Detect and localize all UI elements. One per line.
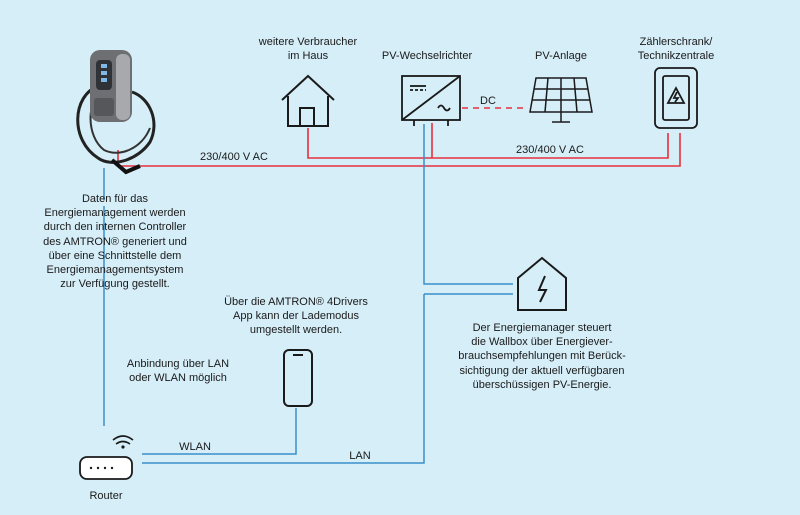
connection-note: Anbindung über LAN oder WLAN möglich bbox=[126, 358, 230, 385]
wlan-label: WLAN bbox=[179, 441, 211, 453]
energy-manager-icon bbox=[517, 256, 567, 311]
inverter-label: PV-Wechselrichter bbox=[381, 50, 473, 62]
inverter-icon bbox=[401, 75, 461, 126]
pv-label: PV-Anlage bbox=[535, 50, 587, 62]
smartphone-icon bbox=[283, 349, 313, 407]
cabinet-label: Zählerschrank/ Technikzentrale bbox=[637, 36, 715, 62]
ac-label-right: 230/400 V AC bbox=[516, 144, 584, 156]
dc-label: DC bbox=[480, 95, 496, 107]
meter-cabinet-icon bbox=[654, 67, 698, 129]
data-lines bbox=[103, 124, 513, 464]
router-icon bbox=[79, 435, 134, 480]
wallbox-icon bbox=[76, 50, 156, 175]
consumers-label: weitere Verbraucher im Haus bbox=[258, 36, 358, 62]
ac-power-lines bbox=[117, 123, 681, 167]
controller-note: Daten für das Energiemanagement werden d… bbox=[43, 193, 187, 291]
lan-label: LAN bbox=[349, 450, 371, 462]
energy-manager-note: Der Energiemanager steuert die Wallbox ü… bbox=[458, 322, 626, 391]
solar-panel-icon bbox=[529, 77, 593, 123]
router-label: Router bbox=[89, 490, 123, 502]
app-note: Über die AMTRON® 4Drivers App kann der L… bbox=[224, 296, 368, 337]
ac-label-left: 230/400 V AC bbox=[200, 151, 268, 163]
house-icon bbox=[281, 74, 335, 127]
